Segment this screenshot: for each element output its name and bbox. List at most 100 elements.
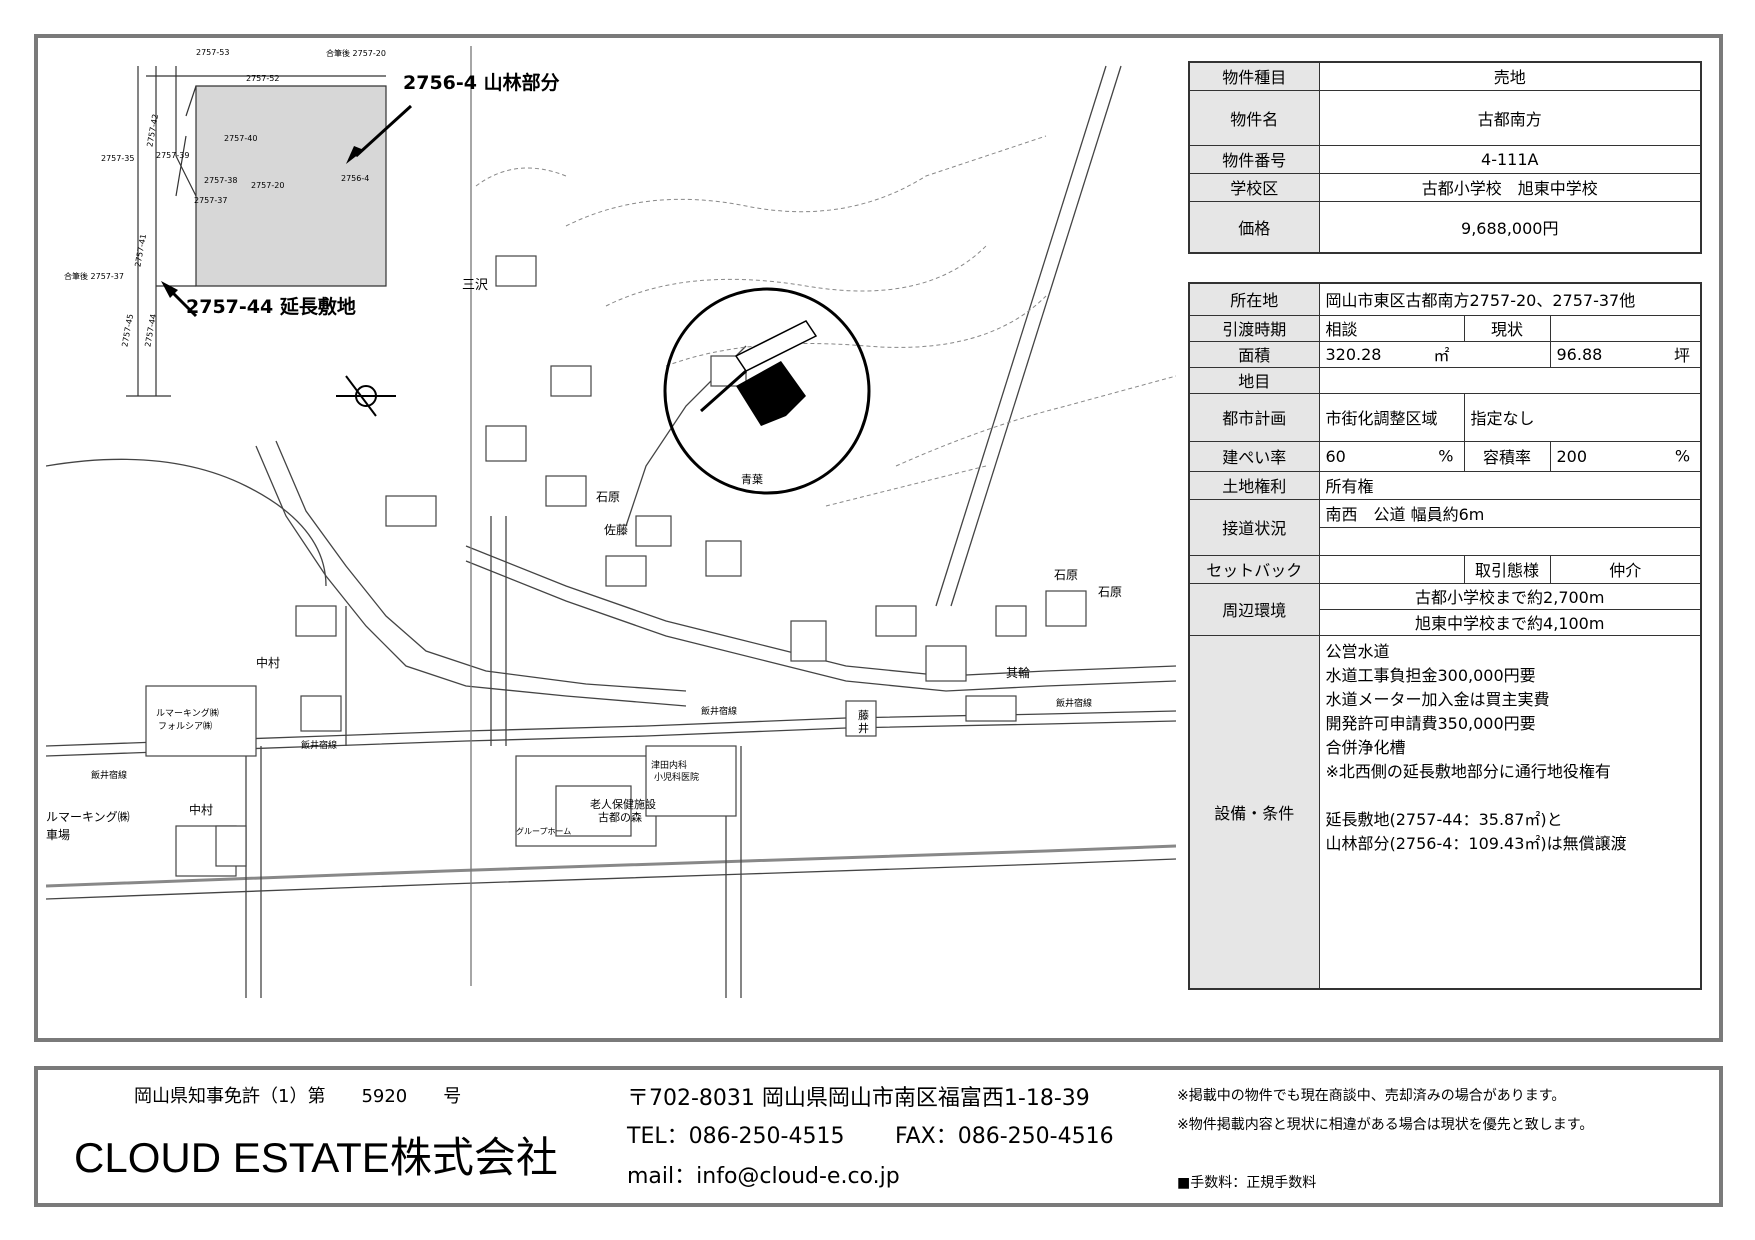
row-label: 所在地: [1188, 282, 1320, 316]
row-label: 土地権利: [1188, 470, 1320, 500]
plot-label: 2757-52: [246, 74, 280, 83]
map-label: 津田内科: [651, 761, 688, 771]
footer-note: ※物件掲載内容と現状に相違がある場合は現状を優先と致します。: [1177, 1117, 1594, 1133]
table-row: 所在地 岡山市東区古都南方2757-20、2757-37他: [1188, 282, 1702, 316]
location-value: 岡山市東区古都南方2757-20、2757-37他: [1318, 282, 1702, 316]
license-number: 岡山県知事免許（1）第 5920 号: [134, 1086, 462, 1107]
map-label: ルマーキング㈱: [156, 709, 219, 719]
facilities-cell: 公営水道 水道工事負担金300,000円要 水道メーター加入金は買主実費 開発許…: [1318, 634, 1702, 990]
table-row: 地目: [1188, 366, 1702, 394]
plot-label: 2757-37: [194, 196, 228, 205]
table-row: セットバック 取引態様 仲介: [1188, 554, 1702, 584]
map-label: 飯井宿線: [301, 741, 338, 751]
facility-line: 水道工事負担金300,000円要: [1325, 665, 1536, 685]
plot-label: 2757-38: [204, 176, 238, 185]
plot-inset: [46, 46, 424, 421]
far-unit: %: [1674, 446, 1691, 466]
row-label: 物件種目: [1188, 61, 1320, 91]
company-email: mail：info@cloud-e.co.jp: [627, 1164, 900, 1189]
row-label: 学校区: [1188, 172, 1320, 202]
zoning-value: 指定なし: [1463, 392, 1702, 442]
property-name: 古都南方: [1318, 89, 1702, 146]
fee-note: ■手数料：正規手数料: [1177, 1175, 1317, 1191]
map-label: 車場: [46, 828, 71, 842]
company-tel: TEL：086-250-4515: [627, 1124, 845, 1149]
row-label: 価格: [1188, 200, 1320, 254]
table-row: 物件種目 売地: [1188, 61, 1702, 91]
map-label: ルマーキング㈱: [46, 810, 130, 824]
facility-line: 山林部分(2756-4：109.43㎡)は無償譲渡: [1325, 833, 1627, 853]
table-row: 引渡時期 相談 現状: [1188, 314, 1702, 342]
property-summary-table: 物件種目 売地 物件名 古都南方 物件番号 4-111A 学校区 古都小学校 旭…: [1188, 61, 1702, 254]
table-row: 都市計画 市街化調整区域 指定なし: [1188, 392, 1702, 442]
table-row: 価格 9,688,000円: [1188, 200, 1702, 254]
plot-label: 2757-39: [156, 151, 190, 160]
area-m2-unit: ㎡: [1433, 346, 1450, 365]
map-buildings: [145, 255, 1087, 877]
city-plan-value: 市街化調整区域: [1318, 392, 1465, 442]
map-label: 小児科医院: [654, 773, 700, 783]
plot-label: 2757-35: [101, 154, 135, 163]
chimoku-value: [1318, 366, 1702, 394]
school-district: 古都小学校 旭東中学校: [1318, 172, 1702, 202]
company-name: CLOUD ESTATE株式会社: [74, 1134, 558, 1181]
company-fax: FAX：086-250-4516: [895, 1124, 1114, 1149]
map-label: 石原: [596, 490, 621, 504]
map-label: 藤井: [858, 709, 869, 735]
handover-value: 相談: [1318, 314, 1465, 342]
surround-value: 古都小学校まで約2,700m: [1318, 582, 1702, 610]
facility-line: 公営水道: [1325, 641, 1390, 661]
table-row: 周辺環境 古都小学校まで約2,700m: [1188, 582, 1702, 636]
map-drawing: [46, 46, 1176, 998]
table-row: 物件名 古都南方: [1188, 89, 1702, 146]
plot-label: 2756-4: [341, 174, 370, 183]
status-value: [1549, 314, 1702, 342]
bcr-value: 60: [1325, 446, 1346, 466]
company-address: 〒702-8031 岡山県岡山市南区福富西1-18-39: [627, 1086, 1090, 1111]
area-tsubo-value: 96.88: [1556, 344, 1603, 364]
map-label: 石原: [1098, 585, 1123, 599]
facility-line: 合併浄化槽: [1325, 737, 1406, 757]
map-label: 飯井宿線: [1056, 699, 1093, 709]
property-details-table: 所在地 岡山市東区古都南方2757-20、2757-37他 引渡時期 相談 現状…: [1188, 282, 1703, 990]
callout-forest: 2756-4 山林部分: [403, 72, 560, 94]
callout-extension: 2757-44 延長敷地: [186, 296, 356, 318]
table-row: 面積 320.28 ㎡ 96.88 坪: [1188, 340, 1702, 368]
plot-label: 2757-20: [251, 181, 285, 190]
far-value: 200: [1556, 446, 1588, 466]
row-label: 物件番号: [1188, 144, 1320, 174]
footer-frame: [34, 1066, 1723, 1207]
row-label: 設備・条件: [1188, 634, 1320, 990]
map-label: 石原: [1054, 568, 1079, 582]
main-frame: [34, 34, 1723, 1042]
map-label: 佐藤: [604, 523, 629, 537]
plot-label: 合筆後 2757-20: [326, 49, 386, 58]
table-row: 物件番号 4-111A: [1188, 144, 1702, 174]
row-label: 建ぺい率: [1188, 440, 1320, 472]
price: 9,688,000円: [1318, 200, 1702, 254]
area-tsubo-cell: 96.88 坪: [1549, 340, 1702, 368]
map-label: 三沢: [462, 278, 489, 293]
row-label: 物件名: [1188, 89, 1320, 146]
road-value-2: [1318, 526, 1702, 556]
map-label: 其輪: [1006, 666, 1031, 680]
setback-value: [1318, 554, 1465, 584]
subject-site: [663, 287, 871, 495]
trade-value: 仲介: [1549, 554, 1702, 584]
row-label: 周辺環境: [1188, 582, 1320, 636]
map-label: 中村: [256, 656, 281, 670]
plot-label: 合筆後 2757-37: [64, 272, 124, 281]
far-cell: 200 %: [1549, 440, 1702, 472]
row-label: 引渡時期: [1188, 314, 1320, 342]
bcr-unit: %: [1438, 446, 1454, 466]
facility-line: ※北西側の延長敷地部分に通行地役権有: [1325, 761, 1611, 781]
row-label: 容積率: [1463, 440, 1551, 472]
bcr-cell: 60 %: [1318, 440, 1465, 472]
area-tsubo-unit: 坪: [1674, 346, 1691, 365]
facility-line: 開発許可申請費350,000円要: [1325, 713, 1536, 733]
table-row: 土地権利 所有権: [1188, 470, 1702, 500]
map-label: 中村: [189, 803, 214, 817]
map-label: フォルシア㈱: [158, 722, 213, 732]
site-circle: [663, 287, 871, 495]
plot-label: 2757-40: [224, 134, 258, 143]
